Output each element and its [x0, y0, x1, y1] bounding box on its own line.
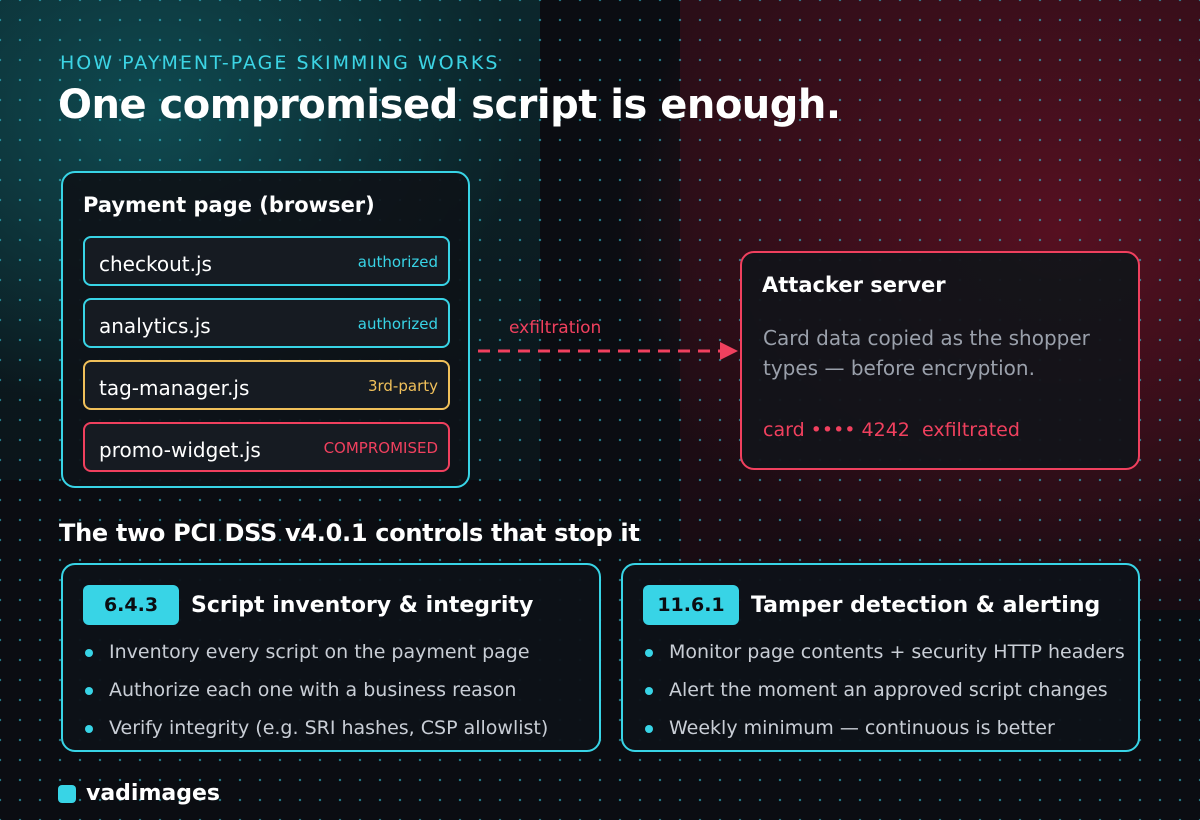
script-name: tag-manager.js: [99, 376, 250, 400]
control-bullet: Alert the moment an approved script chan…: [645, 679, 1108, 701]
browser-panel-title: Payment page (browser): [83, 193, 375, 217]
script-row-promo-widget: promo-widget.js COMPROMISED: [83, 422, 450, 472]
control-bullet: Monitor page contents + security HTTP he…: [645, 641, 1125, 663]
control-bullet: Authorize each one with a business reaso…: [85, 679, 516, 701]
control-id-badge: 6.4.3: [83, 585, 179, 625]
control-panel-11-6-1: 11.6.1 Tamper detection & alerting Monit…: [621, 563, 1140, 752]
eyebrow: HOW PAYMENT-PAGE SKIMMING WORKS: [60, 52, 500, 74]
controls-section-title: The two PCI DSS v4.0.1 controls that sto…: [59, 519, 640, 547]
headline: One compromised script is enough.: [58, 82, 841, 128]
control-bullet: Inventory every script on the payment pa…: [85, 641, 530, 663]
control-id-badge: 11.6.1: [643, 585, 739, 625]
attacker-panel: Attacker server Card data copied as the …: [740, 251, 1140, 470]
script-name: promo-widget.js: [99, 438, 261, 462]
script-status-badge: authorized: [357, 315, 438, 333]
exfiltrated-card-line: card •••• 4242 exfiltrated: [763, 419, 1020, 441]
control-panel-6-4-3: 6.4.3 Script inventory & integrity Inven…: [61, 563, 601, 752]
script-row-analytics: analytics.js authorized: [83, 298, 450, 348]
script-status-badge: COMPROMISED: [323, 439, 438, 457]
brand-logo-icon: [58, 784, 76, 803]
browser-panel: Payment page (browser) checkout.js autho…: [61, 171, 470, 488]
script-name: analytics.js: [99, 314, 211, 338]
control-title: Tamper detection & alerting: [751, 593, 1101, 618]
exfiltration-arrow-icon: [478, 342, 738, 360]
control-bullet: Verify integrity (e.g. SRI hashes, CSP a…: [85, 717, 548, 739]
control-bullet: Weekly minimum — continuous is better: [645, 717, 1055, 739]
control-title: Script inventory & integrity: [191, 593, 534, 618]
script-status-badge: authorized: [357, 253, 438, 271]
script-status-badge: 3rd-party: [367, 377, 438, 395]
exfiltration-label: exfiltration: [509, 318, 602, 338]
script-row-tag-manager: tag-manager.js 3rd-party: [83, 360, 450, 410]
brand-name: vadimages: [86, 781, 221, 806]
script-row-checkout: checkout.js authorized: [83, 236, 450, 286]
brand: vadimages: [58, 781, 220, 806]
attacker-panel-description: Card data copied as the shopper types — …: [763, 326, 1090, 380]
attacker-panel-title: Attacker server: [762, 273, 946, 297]
script-name: checkout.js: [99, 252, 212, 276]
